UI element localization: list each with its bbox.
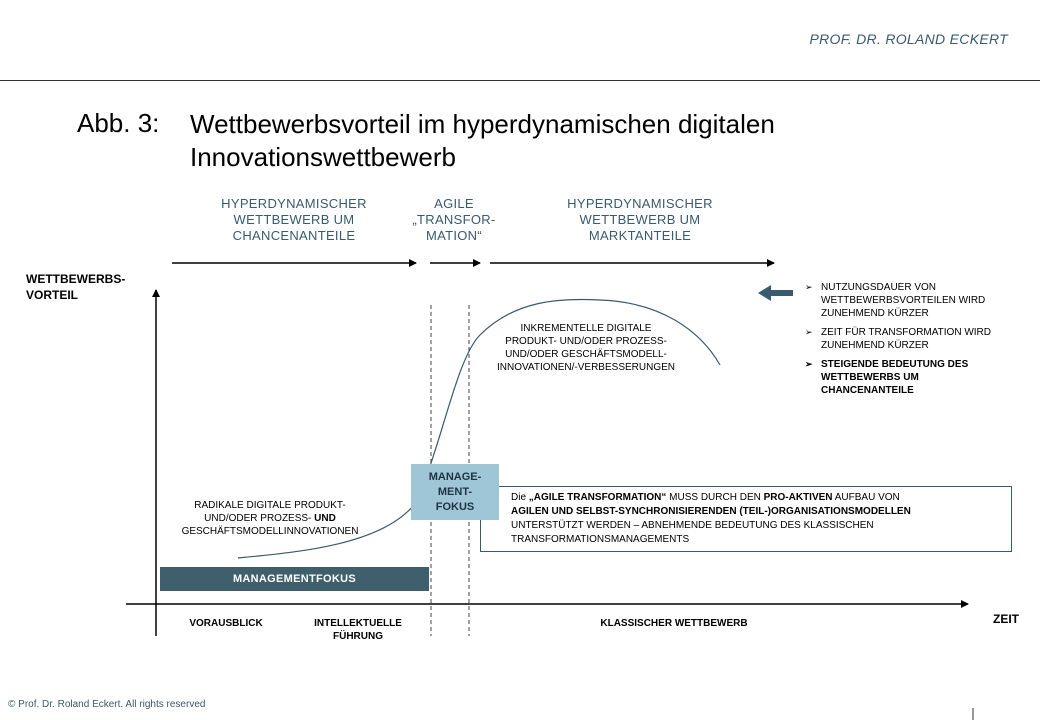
radical-line-1: RADIKALE DIGITALE PRODUKT- [194,500,346,511]
figure-label: Abb. 3: [77,108,160,138]
y-axis-label-line-1: WETTBEWERBS- [26,272,126,286]
copyright-footer: © Prof. Dr. Roland Eckert. All rights re… [8,699,206,710]
radical-line-2-bold: UND [314,513,336,524]
agile-note-line-3: UNTERSTÜTZT WERDEN – ABNEHMENDE BEDEUTUN… [511,520,874,531]
agile-note-line-2: AGILEN UND SELBST-SYNCHRONISIERENDEN (TE… [511,506,911,517]
bullet-text: NUTZUNGSDAUER VON WETTBEWERBSVORTEILEN W… [821,282,986,319]
management-focus-box: MANAGE- MENT- FOKUS [411,464,499,520]
bullet-arrow-icon: ➢ [805,359,813,369]
management-box-line: FOKUS [435,500,475,513]
management-focus-bar: MANAGEMENTFOKUS [160,567,429,591]
author-header: PROF. DR. ROLAND ECKERT [809,31,1008,47]
incremental-line: UND/ODER GESCHÄFTSMODELL- [505,349,667,360]
label-intellektuelle-fuehrung: INTELLEKTUELLE FÜHRUNG [296,617,420,643]
label-vorausblick: VORAUSBLICK [189,618,263,629]
bullet-arrow-icon: ➢ [805,327,813,337]
phase-line: WETTBEWERB UM [579,212,701,227]
phase-line: HYPERDYNAMISCHER [221,196,367,211]
phase-line: MATION“ [425,228,483,243]
radical-line-2-text: UND/ODER PROZESS- [204,513,315,524]
fuehrung-line-1: INTELLEKTUELLE [314,618,402,629]
agile-text-bold: PRO-AKTIVEN [763,492,833,503]
bullet-item: ➢ ZEIT FÜR TRANSFORMATION WIRD ZUNEHMEND … [805,326,1005,352]
bullet-arrow-icon: ➢ [805,282,813,292]
y-axis-label: WETTBEWERBS- VORTEIL [26,271,125,303]
bullet-text: STEIGENDE BEDEUTUNG DES WETTBEWERBS UM C… [821,359,969,396]
phase-line: CHANCENANTEILE [232,228,356,243]
title-line-1: Wettbewerbsvorteil im hyperdynamischen d… [190,109,775,139]
phase-line: MARKTANTEILE [588,228,692,243]
bullet-list: ➢ NUTZUNGSDAUER VON WETTBEWERBSVORTEILEN … [805,281,1005,403]
phase-marktanteile: HYPERDYNAMISCHER WETTBEWERB UM MARKTANTE… [552,196,728,244]
phase-line: AGILE [434,196,474,211]
x-axis-label: ZEIT [993,612,1019,626]
radical-line-3: GESCHÄFTSMODELLINNOVATIONEN [181,526,359,537]
advantage-curve [237,298,721,559]
phase-chancenanteile: HYPERDYNAMISCHER WETTBEWERB UM CHANCENAN… [206,196,382,244]
fuehrung-line-2: FÜHRUNG [333,631,383,642]
incremental-line: INKREMENTELLE DIGITALE [520,323,652,334]
agile-text-bold: „AGILE TRANSFORMATION“ [528,492,667,503]
phase-line: WETTBEWERB UM [233,212,355,227]
management-box-line: MENT- [437,485,473,498]
agile-transformation-note: Die „AGILE TRANSFORMATION“ MUSS DURCH DE… [480,486,1012,552]
agile-text: AUFBAU VON [832,492,900,503]
agile-text: MUSS DURCH DEN [666,492,764,503]
radical-line-2: UND/ODER PROZESS- UND [150,512,390,525]
bullet-pointer-arrow [758,285,793,301]
agile-note-line-4: TRANSFORMATIONSMANAGEMENTS [511,534,690,545]
bullet-text: ZEIT FÜR TRANSFORMATION WIRD ZUNEHMEND K… [821,327,991,351]
header-divider [0,80,1040,81]
phase-line: HYPERDYNAMISCHER [567,196,713,211]
y-axis-label-line-2: VORTEIL [26,288,79,302]
agile-text: Die [511,492,529,503]
label-klassischer-wettbewerb: KLASSISCHER WETTBEWERB [600,618,748,629]
figure-title: Wettbewerbsvorteil im hyperdynamischen d… [190,108,775,174]
agile-note-line-1: Die „AGILE TRANSFORMATION“ MUSS DURCH DE… [511,491,1011,505]
incremental-innovation-label: INKREMENTELLE DIGITALE PRODUKT- UND/ODER… [468,322,704,374]
radical-innovation-label: RADIKALE DIGITALE PRODUKT- UND/ODER PROZ… [150,499,390,538]
title-line-2: Innovationswettbewerb [190,142,456,172]
incremental-line: PRODUKT- UND/ODER PROZESS- [505,336,667,347]
bullet-item: ➢ STEIGENDE BEDEUTUNG DES WETTBEWERBS UM … [805,358,1005,397]
phase-agile-transformation: AGILE „TRANSFOR- MATION“ [404,196,504,244]
management-box-line: MANAGE- [428,470,482,483]
incremental-line: INNOVATIONEN/-VERBESSERUNGEN [497,362,675,373]
phase-line: „TRANSFOR- [412,212,496,227]
bullet-item: ➢ NUTZUNGSDAUER VON WETTBEWERBSVORTEILEN … [805,281,1005,320]
